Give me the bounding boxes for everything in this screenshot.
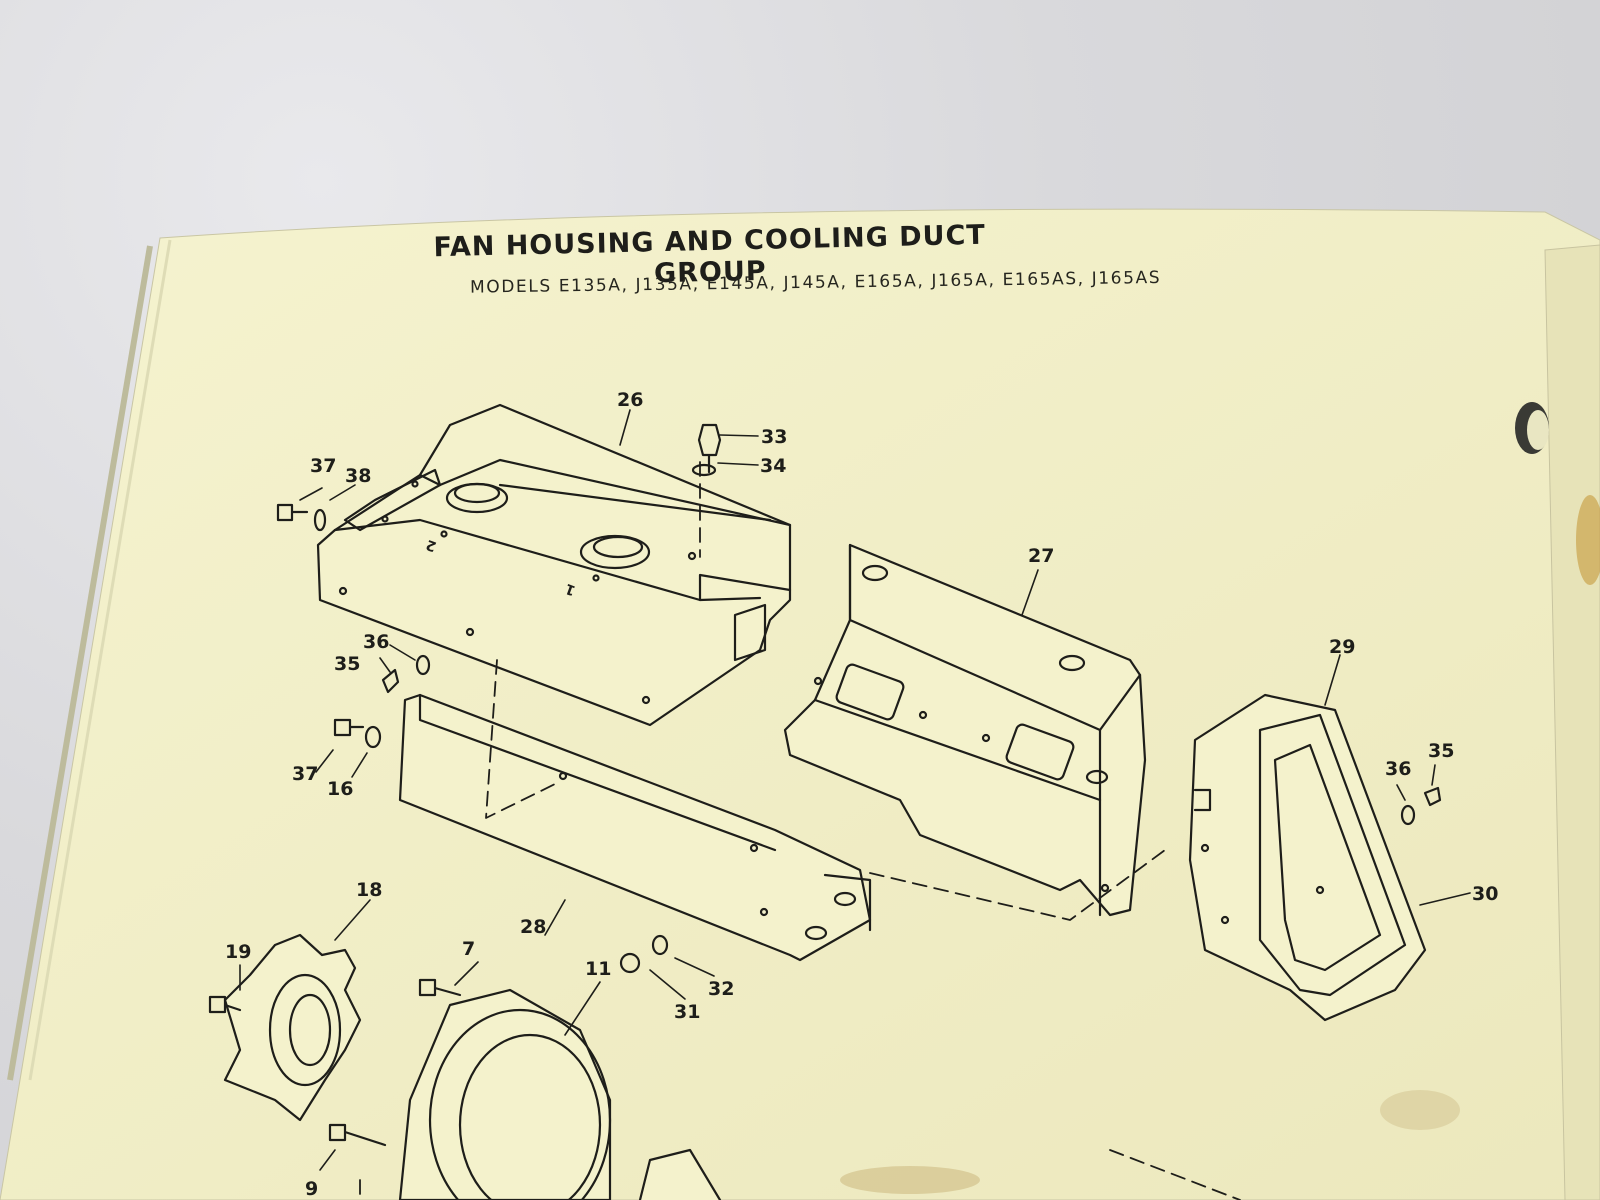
callout-29: 29 — [1329, 636, 1355, 658]
part-18-fan — [223, 933, 362, 1122]
callout-19: 19 — [225, 941, 251, 963]
leader-lines — [239, 409, 1471, 1171]
callout-27: 27 — [1028, 545, 1054, 567]
part-11-fan-shroud — [398, 988, 722, 1200]
callout-32: 32 — [708, 978, 734, 1000]
callout-36-left: 36 — [363, 631, 389, 653]
callout-16: 16 — [327, 778, 353, 800]
callout-7: 7 — [462, 938, 475, 960]
callout-36-right: 36 — [1385, 758, 1411, 780]
part-28-lower-panel — [398, 693, 872, 962]
next-page-edge — [1544, 244, 1600, 1200]
fasteners — [208, 423, 1442, 1147]
callout-37-top: 37 — [310, 455, 336, 477]
callout-9: 9 — [305, 1178, 318, 1200]
callout-33: 33 — [761, 426, 787, 448]
callout-35-right: 35 — [1428, 740, 1454, 762]
callout-34: 34 — [760, 455, 786, 477]
part-26-upper-housing — [316, 403, 792, 727]
callout-28: 28 — [520, 916, 546, 938]
part-27-cooling-duct — [783, 543, 1147, 917]
rust-stain — [1576, 495, 1600, 585]
callout-31: 31 — [674, 1001, 700, 1023]
part-30-duct-boot — [1188, 693, 1427, 1022]
callout-18: 18 — [356, 879, 382, 901]
callout-11: 11 — [585, 958, 611, 980]
callout-35-left: 35 — [334, 653, 360, 675]
paper-sheet — [0, 208, 1600, 1200]
callout-30: 30 — [1472, 883, 1498, 905]
callout-38: 38 — [345, 465, 371, 487]
callout-37-mid: 37 — [292, 763, 318, 785]
alignment-lines — [359, 461, 1241, 1200]
callout-26: 26 — [617, 389, 643, 411]
page-edges — [7, 245, 153, 1081]
